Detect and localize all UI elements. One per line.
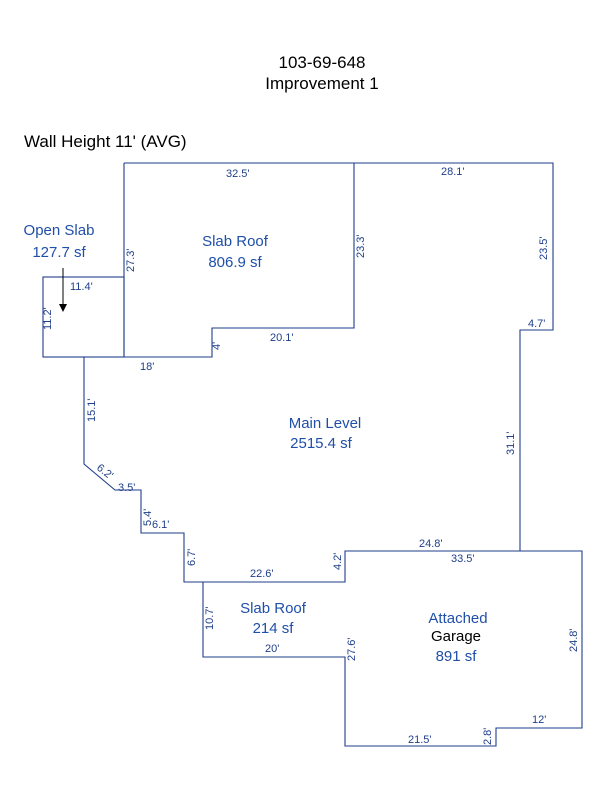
dim-right-upper: 23.5' — [538, 236, 550, 260]
dim-slab-roof-notch: 4' — [211, 342, 223, 350]
dim-lower-roof-top: 22.6' — [250, 568, 274, 580]
open-slab-name: Open Slab — [24, 222, 95, 239]
garage-name-line2: Garage — [431, 628, 481, 645]
main-level-name: Main Level — [289, 415, 362, 432]
open-slab-arrowhead — [59, 304, 67, 312]
slab-roof-lower-size: 214 sf — [253, 620, 295, 637]
dim-diag-6-2: 6.2' — [94, 462, 115, 482]
dim-step-5-4: 5.4' — [142, 509, 154, 526]
dim-lower-roof-notch: 4.2' — [332, 553, 344, 570]
dim-garage-left: 27.6' — [346, 637, 358, 661]
dim-lower-roof-bottom: 20' — [265, 643, 279, 655]
slab-roof-upper-name: Slab Roof — [202, 233, 269, 250]
slab-roof-upper-size: 806.9 sf — [208, 254, 262, 271]
dim-garage-step: 12' — [532, 714, 546, 726]
dim-top-right: 28.1' — [441, 166, 465, 178]
dim-open-slab-top: 11.4' — [70, 281, 93, 293]
dim-open-slab-side: 11.2' — [42, 307, 54, 330]
dim-garage-notch: 2.8' — [482, 728, 494, 745]
dim-step-3-5: 3.5' — [118, 482, 135, 494]
improvement-label: Improvement 1 — [265, 74, 378, 93]
open-slab-outline — [42, 276, 125, 358]
dim-right-mid: 31.1' — [505, 431, 517, 455]
dim-left-15: 15.1' — [86, 398, 98, 422]
dim-slab-roof-left: 27.3' — [125, 248, 137, 272]
dim-step-6-1: 6.1' — [152, 519, 169, 531]
garage-name-line1: Attached — [428, 610, 487, 627]
slab-roof-lower-name: Slab Roof — [240, 600, 307, 617]
main-level-size: 2515.4 sf — [290, 435, 353, 452]
dim-step-right: 4.7' — [528, 318, 545, 330]
parcel-id: 103-69-648 — [279, 53, 366, 72]
open-slab-size: 127.7 sf — [32, 244, 86, 261]
dim-garage-top-inner: 33.5' — [451, 553, 475, 565]
dim-step-6-7: 6.7' — [186, 549, 198, 566]
dim-slab-roof-bottom: 20.1' — [270, 332, 294, 344]
dim-garage-top: 24.8' — [419, 538, 443, 550]
slab-roof-upper-outline — [124, 163, 355, 358]
dim-slab-roof-right: 23.3' — [355, 234, 367, 258]
dim-bottom-18: 18' — [140, 361, 154, 373]
wall-height-label: Wall Height 11' (AVG) — [24, 132, 187, 151]
garage-size: 891 sf — [436, 648, 478, 665]
dim-top-left: 32.5' — [226, 168, 250, 180]
dim-garage-bottom: 21.5' — [408, 734, 432, 746]
dim-lower-roof-left: 10.7' — [204, 606, 216, 630]
main-outline — [124, 162, 583, 747]
dim-garage-right: 24.8' — [568, 628, 580, 652]
